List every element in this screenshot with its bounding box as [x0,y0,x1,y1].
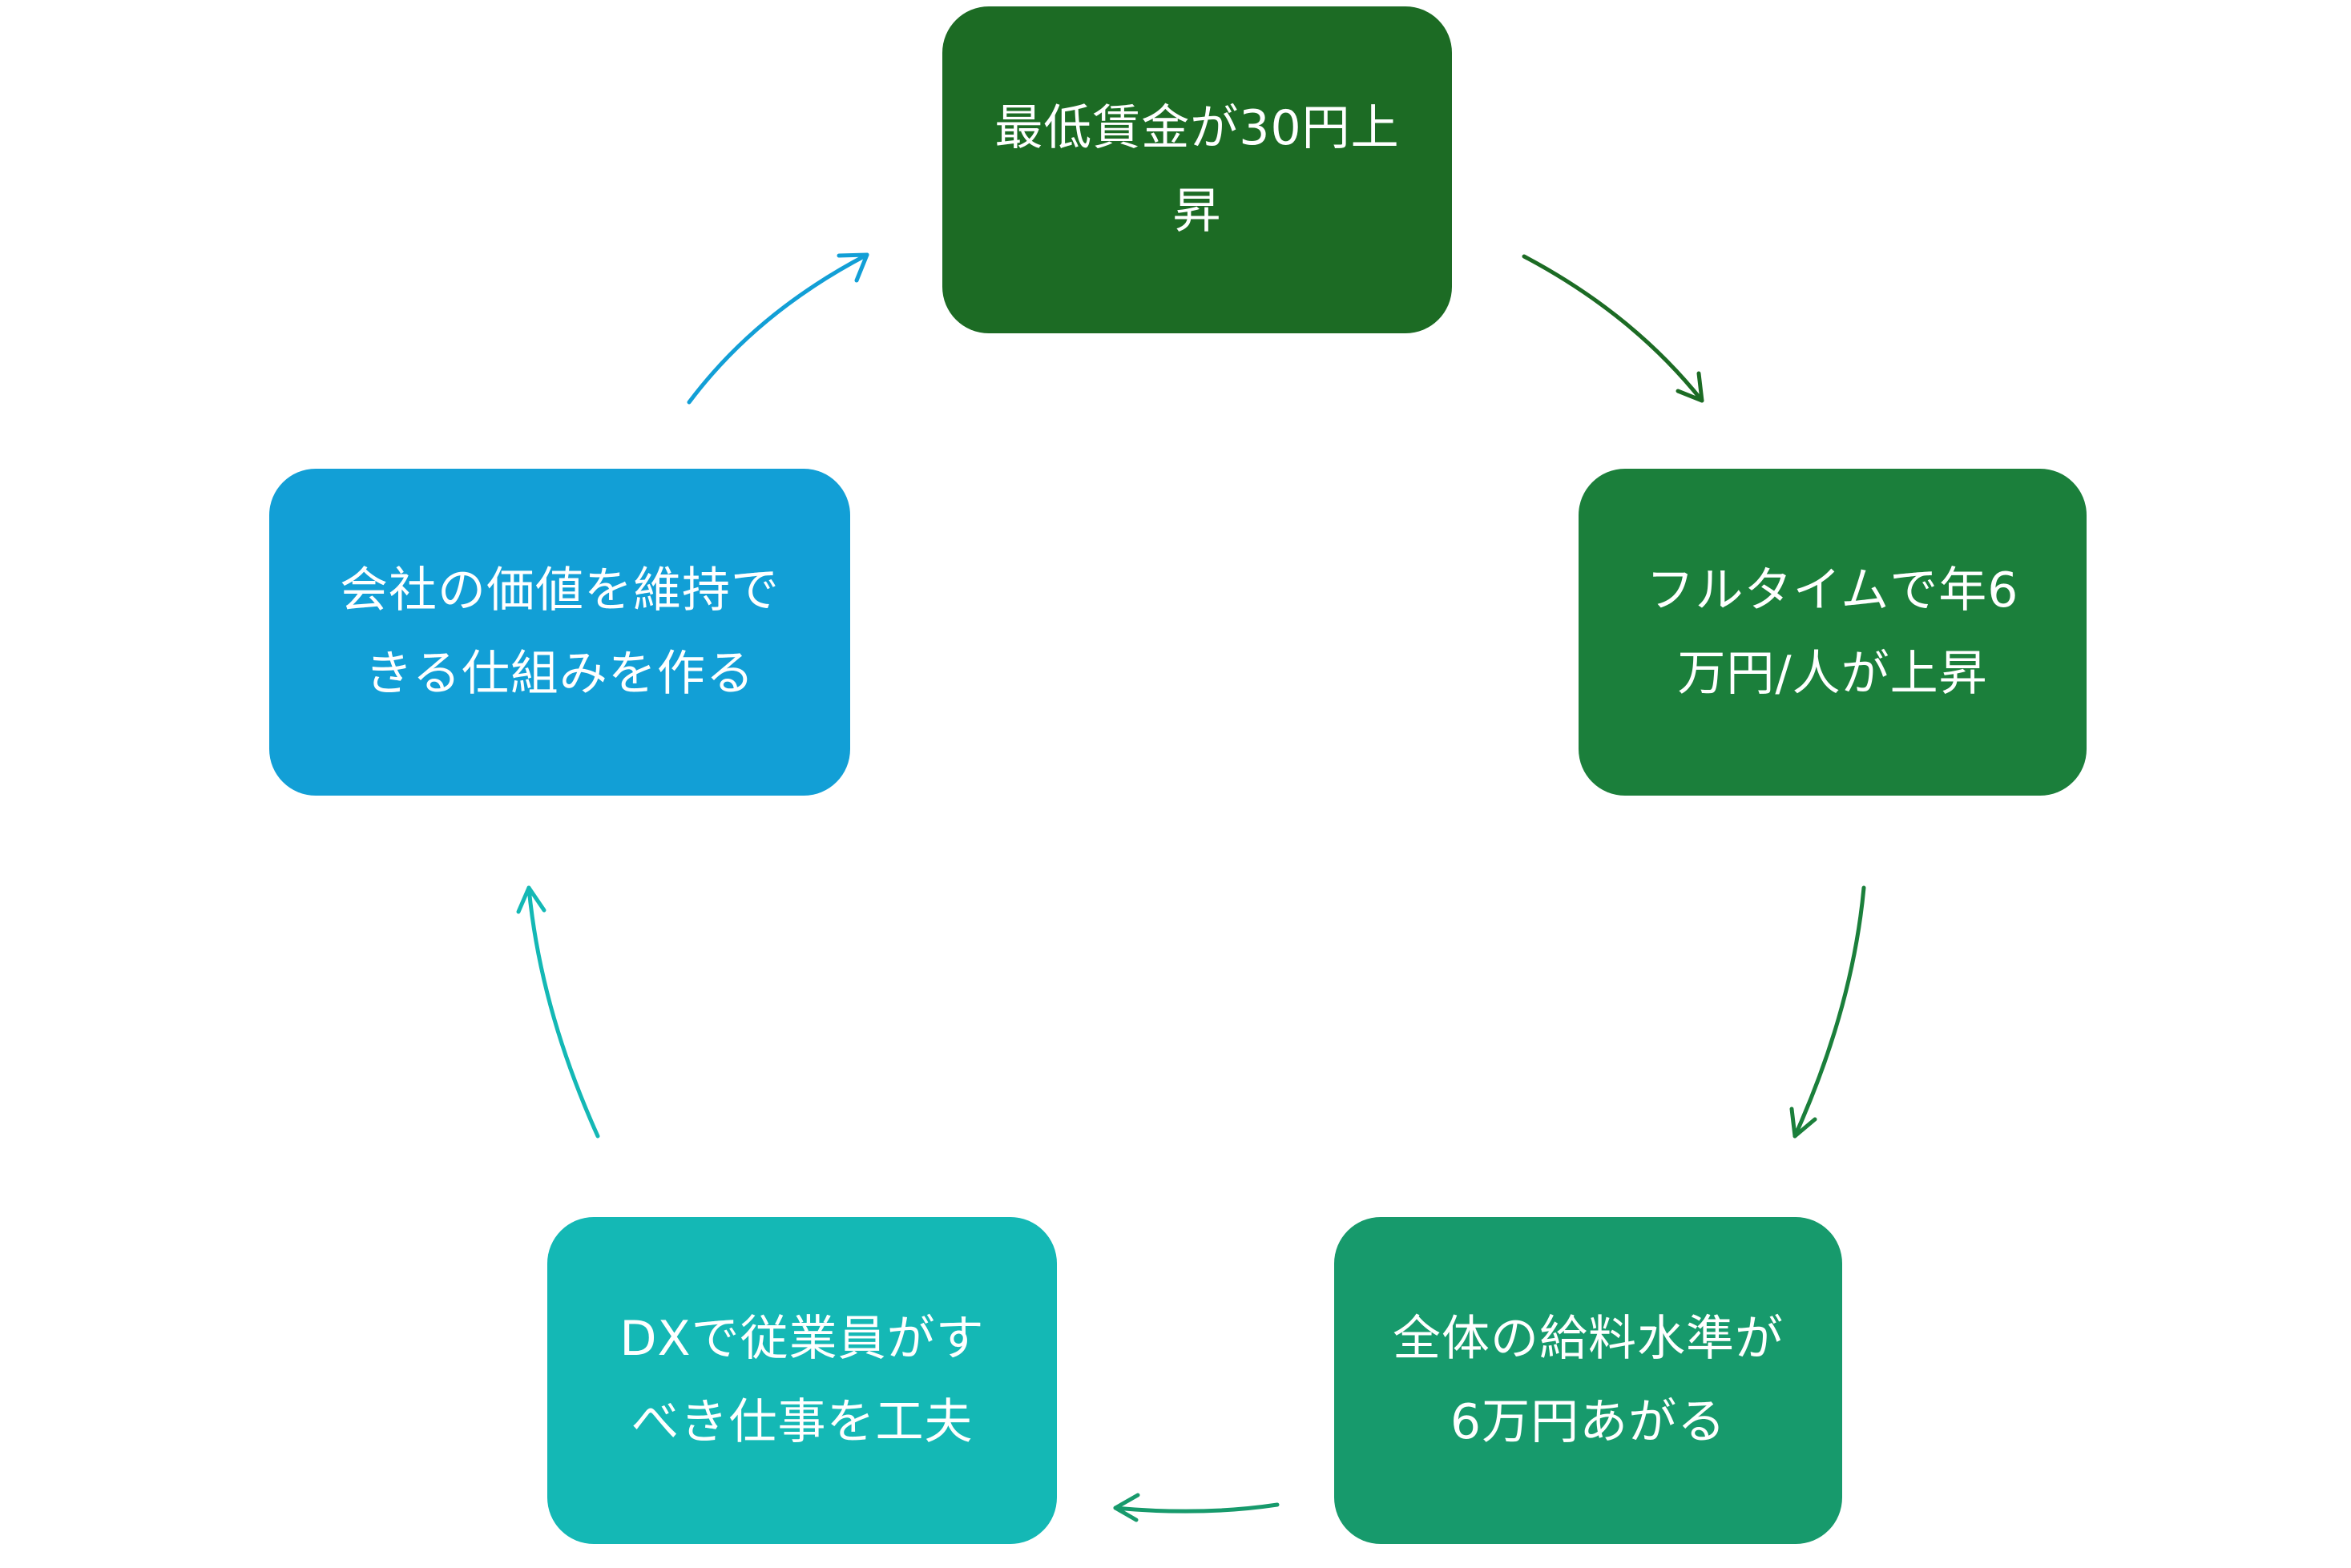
arrow-2-to-3 [1789,885,1866,1139]
cycle-node-3-label: 全体の給料水準が 6万円あがる [1393,1311,1784,1450]
arrow-1-to-2 [1522,254,1704,403]
cycle-node-1-label: 最低賃金が30円上 昇 [994,100,1400,240]
cycle-node-1: 最低賃金が30円上 昇 [942,6,1452,333]
arrow-5-to-1 [687,252,869,405]
arrow-3-to-4 [1113,1493,1280,1522]
cycle-node-2-label: フルタイムで年6 万円/人が上昇 [1646,562,2019,702]
cycle-node-5: 会社の価値を維持で きる仕組みを作る [269,469,850,796]
cycle-node-5-label: 会社の価値を維持で きる仕組みを作る [340,562,780,702]
cycle-node-4-label: DXで従業員がす べき仕事を工夫 [619,1311,985,1450]
arrow-4-to-5 [516,885,600,1139]
cycle-node-4: DXで従業員がす べき仕事を工夫 [547,1217,1057,1544]
cycle-node-3: 全体の給料水準が 6万円あがる [1334,1217,1842,1544]
cycle-node-2: フルタイムで年6 万円/人が上昇 [1579,469,2087,796]
